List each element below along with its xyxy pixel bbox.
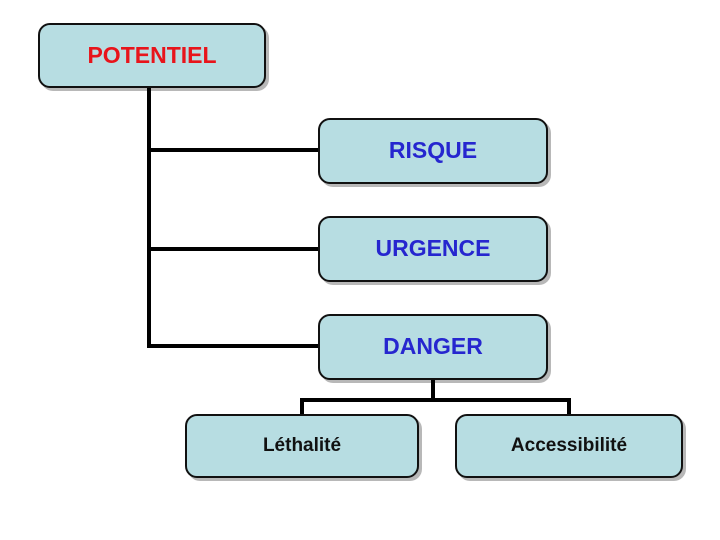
- node-risque[interactable]: RISQUE: [318, 118, 548, 184]
- node-lethalite-label: Léthalité: [262, 434, 342, 456]
- node-danger-label: DANGER: [383, 333, 483, 360]
- node-accessibilite[interactable]: Accessibilité: [455, 414, 683, 478]
- node-potentiel-label: POTENTIEL: [87, 41, 217, 68]
- node-urgence-label: URGENCE: [375, 235, 491, 262]
- node-risque-label: RISQUE: [388, 137, 478, 164]
- node-lethalite[interactable]: Léthalité: [185, 414, 419, 478]
- node-accessibilite-label: Accessibilité: [510, 434, 628, 456]
- node-potentiel[interactable]: POTENTIEL: [38, 23, 266, 88]
- node-danger[interactable]: DANGER: [318, 314, 548, 380]
- node-urgence[interactable]: URGENCE: [318, 216, 548, 282]
